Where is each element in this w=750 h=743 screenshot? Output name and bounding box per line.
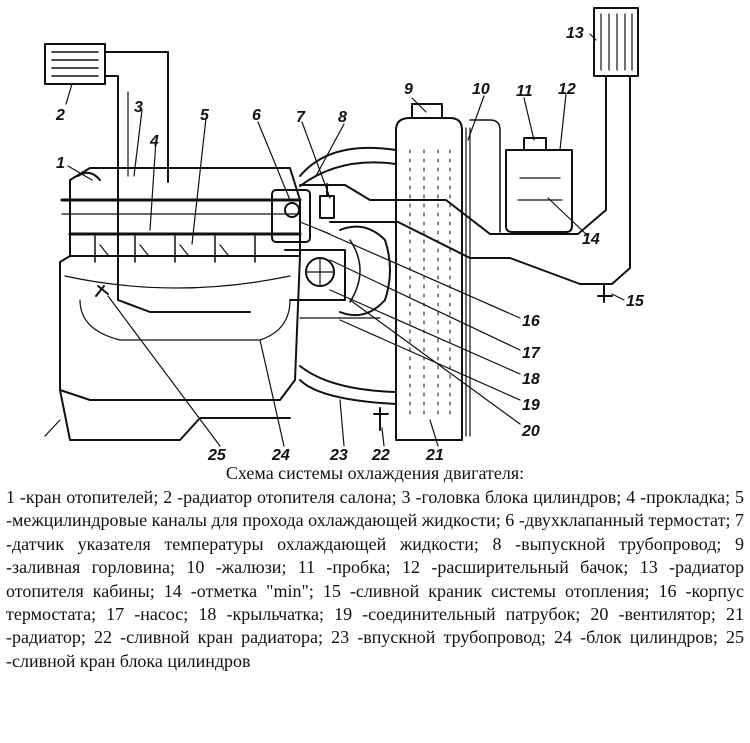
cooling-system-diagram: 1 2 3 4 5 6 7 8 9 10 11 12 13 14 15 16 1… xyxy=(44,7,645,462)
filler-neck xyxy=(411,103,443,119)
callout-11: 11 xyxy=(516,83,533,100)
callout-2: 2 xyxy=(55,107,65,124)
callout-15: 15 xyxy=(626,293,645,310)
cylinder-head xyxy=(60,167,302,257)
radiator xyxy=(395,117,471,441)
callout-22: 22 xyxy=(371,447,390,462)
legend-body: 1 -кран отопителей; 2 -радиатор отопител… xyxy=(6,487,744,671)
legend-text: 1 -кран отопителей; 2 -радиатор отопител… xyxy=(6,486,744,673)
callout-25: 25 xyxy=(207,447,227,462)
callout-14: 14 xyxy=(582,231,600,248)
leader-lines xyxy=(65,33,625,447)
callout-6: 6 xyxy=(252,107,261,124)
heater-radiator-salon xyxy=(44,43,106,85)
callout-21: 21 xyxy=(425,447,444,462)
callout-13: 13 xyxy=(566,25,584,42)
fan xyxy=(299,225,391,319)
cab-heater-hoses xyxy=(299,75,631,285)
callout-labels: 1 2 3 4 5 6 7 8 9 10 11 12 13 14 15 16 1… xyxy=(55,25,645,462)
thermostat-and-pump xyxy=(271,189,346,301)
callout-16: 16 xyxy=(522,313,540,330)
callout-3: 3 xyxy=(134,99,143,116)
callout-5: 5 xyxy=(200,107,210,124)
callout-19: 19 xyxy=(522,397,540,414)
callout-23: 23 xyxy=(329,447,348,462)
callout-7: 7 xyxy=(296,109,306,126)
cylinder-block xyxy=(59,255,301,401)
exhaust-manifold xyxy=(299,146,397,187)
drain-cock-heater xyxy=(597,283,613,303)
callout-10: 10 xyxy=(472,81,490,98)
callout-18: 18 xyxy=(522,371,540,388)
gasket-and-channels xyxy=(68,232,302,263)
engine-sump xyxy=(44,389,291,441)
callout-17: 17 xyxy=(522,345,541,362)
drain-cock-block xyxy=(95,285,109,297)
heater-radiator-cab xyxy=(593,7,639,77)
callout-9: 9 xyxy=(404,81,413,98)
callout-1: 1 xyxy=(56,155,65,172)
diagram-caption: Схема системы охлаждения двигателя: xyxy=(225,463,525,483)
callout-4: 4 xyxy=(149,133,159,150)
callout-12: 12 xyxy=(558,81,576,98)
callout-20: 20 xyxy=(521,423,540,440)
drain-cock-radiator xyxy=(373,407,389,431)
callout-8: 8 xyxy=(338,109,347,126)
callout-24: 24 xyxy=(271,447,290,462)
salon-heater-hoses xyxy=(104,51,251,313)
expansion-tank xyxy=(469,119,573,233)
inlet-pipe xyxy=(299,365,397,405)
